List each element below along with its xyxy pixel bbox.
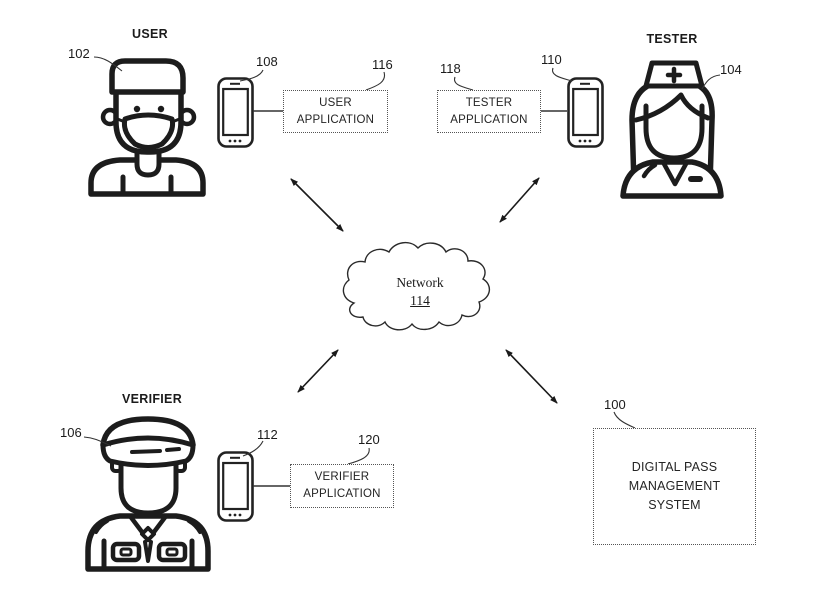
ref-user-app: 116 xyxy=(372,57,393,72)
network-cloud-icon xyxy=(342,241,490,331)
leader-lines xyxy=(83,56,721,465)
leader-112 xyxy=(242,440,264,457)
verifier-title: VERIFIER xyxy=(121,392,183,406)
network-ref: 114 xyxy=(410,293,430,309)
arrow-user-network xyxy=(290,178,344,232)
ref-user-phone: 108 xyxy=(256,54,278,69)
arrow-verifier-network xyxy=(297,349,339,393)
leader-120 xyxy=(347,447,370,465)
leader-110 xyxy=(552,67,573,82)
tester-nurse-icon xyxy=(620,60,724,199)
verifier-application-box: VERIFIER APPLICATION xyxy=(290,464,394,508)
verifier-phone-icon xyxy=(217,451,254,522)
verifier-officer-icon xyxy=(85,416,211,572)
user-phone-icon xyxy=(217,77,254,148)
leader-100 xyxy=(613,411,636,429)
network-name: Network xyxy=(396,275,444,290)
leader-102 xyxy=(93,56,123,72)
ref-user: 102 xyxy=(68,46,90,61)
tester-phone-icon xyxy=(567,77,604,148)
ref-verifier: 106 xyxy=(60,425,82,440)
ref-tester-app: 118 xyxy=(440,61,461,76)
ref-verifier-app: 120 xyxy=(358,432,380,447)
leader-118 xyxy=(453,76,474,91)
digital-pass-management-system-box: DIGITAL PASS MANAGEMENT SYSTEM xyxy=(593,428,756,545)
leader-108 xyxy=(239,69,264,82)
tester-application-box: TESTER APPLICATION xyxy=(437,90,541,133)
arrow-tester-network xyxy=(499,177,540,223)
leader-106 xyxy=(83,436,112,447)
connector-lines xyxy=(253,110,567,487)
leader-104 xyxy=(701,74,721,90)
ref-verifier-phone: 112 xyxy=(257,427,278,442)
tester-title: TESTER xyxy=(646,32,698,46)
ref-system: 100 xyxy=(604,397,626,412)
ref-tester-phone: 110 xyxy=(541,52,562,67)
user-icon xyxy=(88,58,206,197)
user-application-box: USER APPLICATION xyxy=(283,90,388,133)
ref-tester: 104 xyxy=(720,62,742,77)
network-label: Network 114 xyxy=(370,274,470,310)
leader-116 xyxy=(365,71,386,91)
user-title: USER xyxy=(132,27,168,41)
network-link-arrows xyxy=(290,177,558,404)
arrow-system-network xyxy=(505,349,558,404)
